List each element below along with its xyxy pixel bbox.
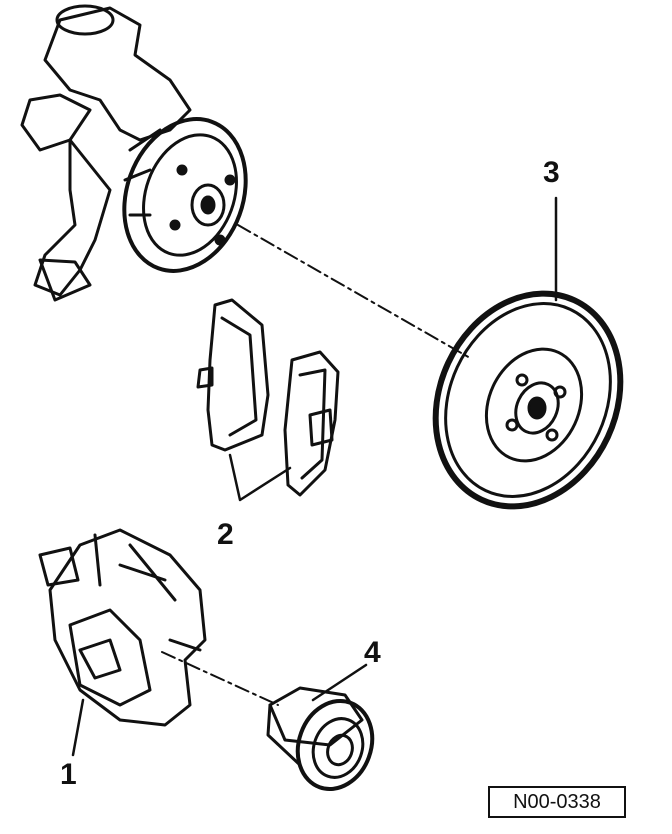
brake-caliper [38, 528, 207, 757]
brake-disc [432, 196, 624, 510]
callout-caliper: 1 [60, 758, 77, 791]
callout-brake-disc: 3 [543, 156, 560, 189]
callout-brake-pads: 2 [217, 518, 234, 551]
wheel-bearing [266, 663, 375, 792]
alignment-line-hub-disc [237, 224, 471, 359]
alignment-line-caliper-bearing [161, 651, 279, 706]
brake-pads [196, 298, 340, 502]
steering-knuckle-hub [20, 4, 248, 302]
figure-id-label: N00-0338 [488, 786, 626, 818]
callout-wheel-bearing: 4 [364, 636, 381, 669]
